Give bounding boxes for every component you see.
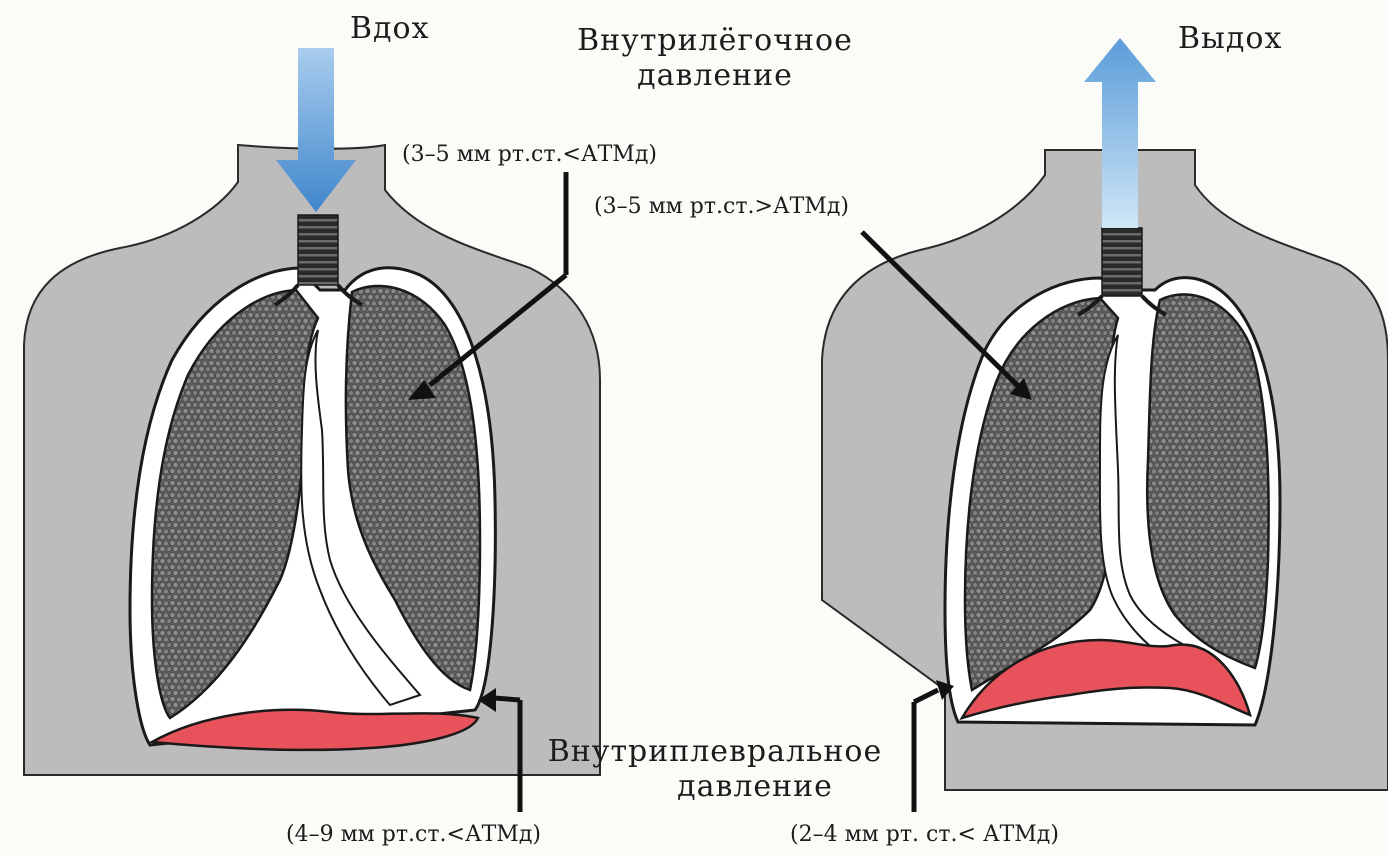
trachea [298,215,338,285]
exhale-intrapulmonary-value: (3–5 мм рт.ст.>АТМд) [594,194,849,219]
inhale-label: Вдох [350,12,430,47]
exhale-intrapleural-value: (2–4 мм рт. ст.< АТМд) [790,822,1059,847]
exhale-label: Выдох [1178,22,1282,57]
intrapulmonary-title-line2: давление [550,59,880,94]
trachea [1102,228,1142,296]
exhale-figure [822,38,1388,790]
intrapleural-title-line2: давление [540,770,890,805]
intrapulmonary-title: Внутрилёгочное давление [550,24,880,93]
inhale-intrapleural-value: (4–9 мм рт.ст.<АТМд) [286,822,541,847]
inhale-intrapulmonary-value: (3–5 мм рт.ст.<АТМд) [402,142,657,167]
intrapleural-title: Внутриплевральное давление [540,735,890,804]
intrapleural-title-line1: Внутриплевральное [540,735,890,770]
intrapulmonary-title-line1: Внутрилёгочное [550,24,880,59]
